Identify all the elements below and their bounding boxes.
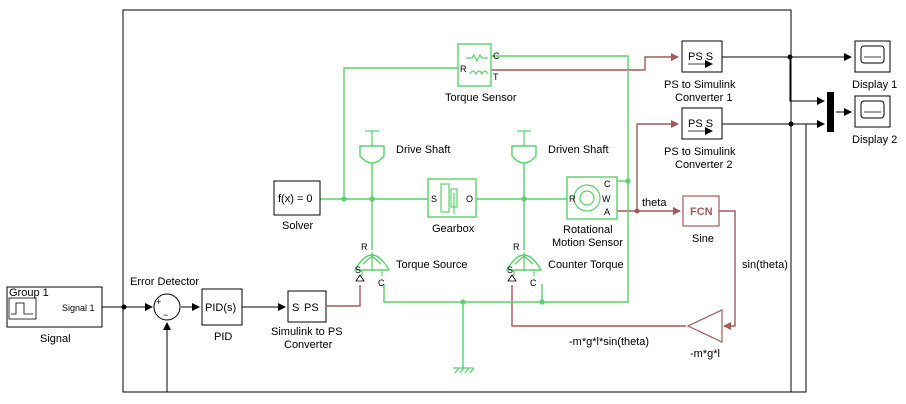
torque-source-block[interactable]: R S C Torque Source [353, 242, 468, 288]
pid-block-text: PID(s) [205, 302, 236, 314]
sim-ps-label-line1: Simulink to PS [271, 326, 343, 338]
sim-ps-label-line2: Converter [284, 339, 333, 351]
ps-sim-2-label-line1: PS to Simulink [664, 146, 736, 158]
theta-signal-label: theta [642, 197, 667, 209]
torque-source-port-r: R [361, 242, 368, 252]
rms-port-a: A [604, 207, 610, 217]
counter-torque-port-c: C [530, 278, 537, 288]
simulink-signal-lines [102, 53, 852, 393]
sim-ps-port-ps: PS [304, 302, 319, 314]
error-detector-sum[interactable]: + − Error Detector [130, 276, 199, 321]
torque-source-port-c: C [378, 278, 385, 288]
mechanical-ground[interactable] [453, 367, 475, 374]
rms-port-c: C [604, 179, 611, 189]
sin-theta-signal-label: sin(theta) [742, 259, 788, 271]
gearbox-label: Gearbox [432, 223, 475, 235]
sum-minus-sign: − [163, 310, 168, 320]
counter-torque-port-r: R [513, 242, 520, 252]
torque-sensor-port-r: R [460, 64, 467, 74]
rms-port-r: R [569, 194, 576, 204]
sim-ps-port-s: S [292, 302, 299, 314]
solver-label: Solver [282, 220, 314, 232]
torque-source-port-s: S [355, 265, 361, 275]
pid-label: PID [214, 331, 232, 343]
gearbox-port-s: S [431, 194, 437, 204]
feedback-signal-label: -m*g*l*sin(theta) [569, 336, 649, 348]
display-1-block[interactable]: Display 1 [852, 40, 897, 91]
solver-block-text: f(x) = 0 [278, 193, 313, 205]
display-1-label: Display 1 [852, 79, 897, 91]
counter-torque-port-s: S [507, 265, 513, 275]
rms-port-w: W [602, 194, 611, 204]
ps-sim-1-label-line1: PS to Simulink [664, 79, 736, 91]
sine-fcn-block[interactable]: FCN Sine [682, 195, 720, 245]
ps-to-simulink-converter-2-block[interactable]: PS S PS to Simulink Converter 2 [664, 107, 736, 171]
solver-block[interactable]: f(x) = 0 Solver [273, 180, 321, 232]
gain-block[interactable]: -m*g*l [686, 309, 723, 360]
signal-port-label: Signal 1 [62, 303, 95, 313]
signal-group-title: Group 1 [9, 287, 49, 299]
gearbox-block[interactable]: S O Gearbox [427, 178, 477, 235]
drive-shaft-block[interactable]: Drive Shaft [359, 130, 450, 164]
signal-label: Signal [40, 333, 71, 345]
torque-sensor-port-c: C [493, 51, 500, 61]
signal-block[interactable]: Group 1 Signal 1 Signal [6, 286, 103, 345]
rms-label-line2: Motion Sensor [552, 237, 623, 249]
rotational-motion-sensor-block[interactable]: R C W A Rotational Motion Sensor [552, 176, 623, 249]
physical-connection-lines [320, 55, 631, 368]
sine-fcn-text: FCN [690, 206, 713, 218]
rms-label-line1: Rotational [563, 224, 613, 236]
drive-shaft-label: Drive Shaft [396, 144, 450, 156]
display-2-block[interactable]: Display 2 [852, 95, 897, 146]
display-2-label: Display 2 [852, 134, 897, 146]
gearbox-port-o: O [466, 194, 473, 204]
counter-torque-label: Counter Torque [548, 259, 624, 271]
simulink-to-ps-converter-block[interactable]: S PS Simulink to PS Converter [271, 290, 343, 351]
torque-source-label: Torque Source [396, 259, 468, 271]
torque-sensor-port-t: T [493, 72, 499, 82]
sum-plus-sign: + [156, 297, 161, 307]
ps-sim-1-label-line2: Converter 1 [675, 92, 732, 104]
driven-shaft-block[interactable]: Driven Shaft [511, 130, 609, 164]
ps-sim-2-text: PS S [688, 118, 713, 130]
error-detector-label: Error Detector [130, 276, 199, 288]
gain-label: -m*g*l [690, 348, 720, 360]
driven-shaft-label: Driven Shaft [548, 144, 609, 156]
counter-torque-block[interactable]: R S C Counter Torque [505, 242, 624, 288]
ps-sim-1-text: PS S [688, 51, 713, 63]
torque-sensor-block[interactable]: R C T Torque Sensor [445, 43, 517, 104]
torque-sensor-label: Torque Sensor [445, 92, 517, 104]
pid-block[interactable]: PID(s) PID [201, 288, 243, 343]
ps-sim-2-label-line2: Converter 2 [675, 159, 732, 171]
ps-to-simulink-converter-1-block[interactable]: PS S PS to Simulink Converter 1 [664, 40, 736, 104]
mux-bar[interactable] [827, 92, 834, 132]
sine-label: Sine [692, 233, 714, 245]
